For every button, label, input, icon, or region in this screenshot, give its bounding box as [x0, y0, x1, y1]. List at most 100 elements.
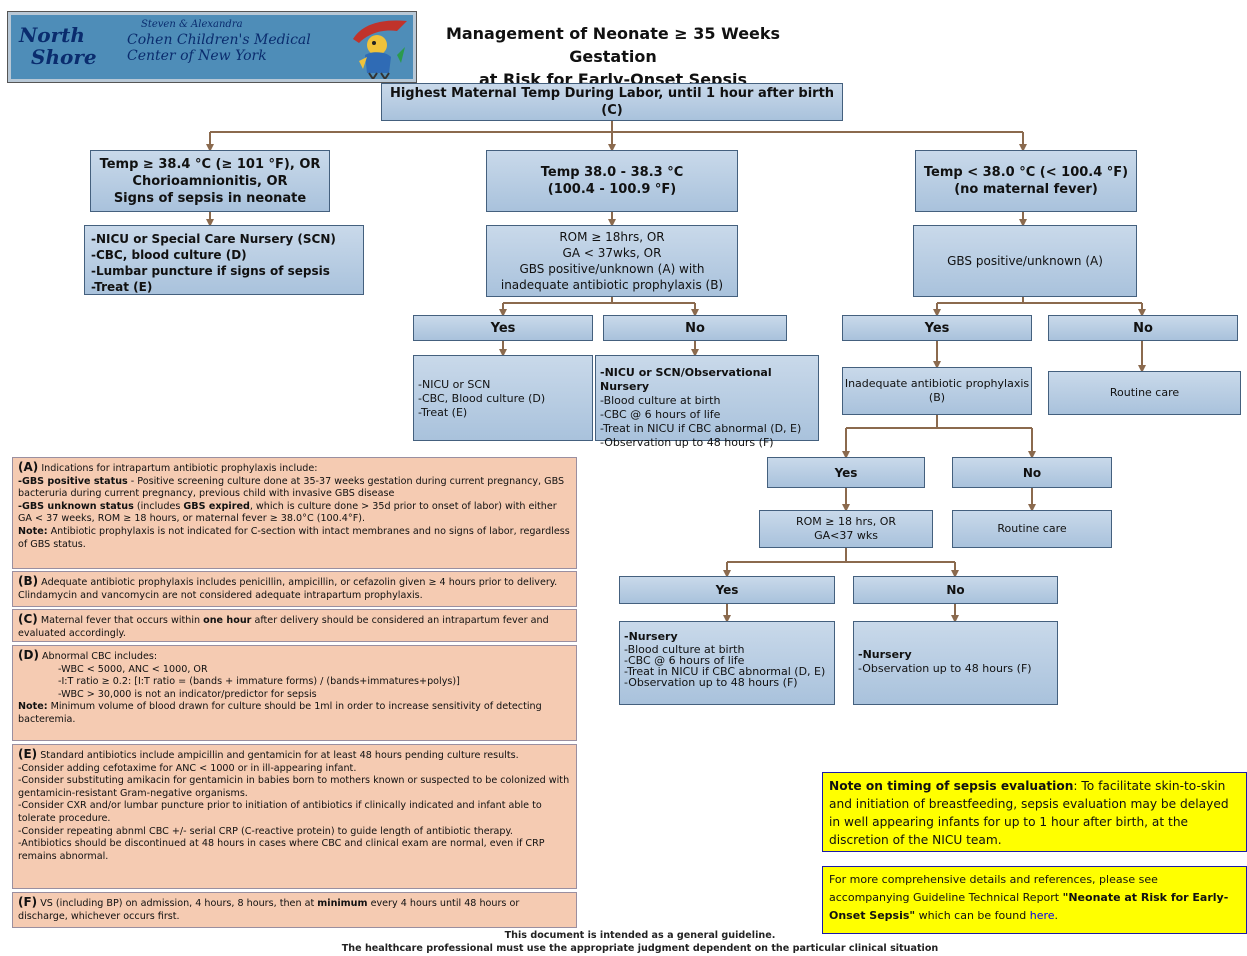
action-line: -NICU or SCN: [418, 378, 491, 391]
footer-line1: This document is intended as a general g…: [504, 930, 776, 941]
note-d-item: -WBC > 30,000 is not an indicator/predic…: [58, 688, 317, 700]
action-line: -Observation up to 48 hours (F): [624, 676, 798, 689]
inadequate-line2: (B): [928, 391, 946, 404]
rom-no-box: No: [853, 576, 1058, 604]
action-line: -Treat in NICU if CBC abnormal (D, E): [600, 422, 802, 435]
action-line: -Observation up to 48 hours (F): [858, 662, 1032, 675]
logo-hospital-line3: Center of New York: [127, 48, 267, 64]
note-e-item: -Consider adding cefotaxime for ANC < 10…: [18, 762, 357, 774]
rom-yes-box: Yes: [619, 576, 835, 604]
action-line: -Nursery: [858, 648, 912, 661]
nursery-yes-action-box: -Nursery -Blood culture at birth -CBC @ …: [619, 621, 835, 705]
action-line: -Nursery: [624, 630, 678, 643]
rom-ga-box: ROM ≥ 18 hrs, OR GA<37 wks: [759, 510, 933, 548]
note-e-item: -Antibiotics should be discontinued at 4…: [18, 838, 545, 862]
note-a-key: (A): [18, 460, 39, 474]
note-c-key: (C): [18, 612, 38, 626]
note-e-item: -Consider CXR and/or lumbar puncture pri…: [18, 800, 542, 824]
action-line: -Treat (E): [418, 406, 468, 419]
timing-note: Note on timing of sepsis evaluation: To …: [822, 772, 1247, 852]
note-e-item: -Consider substituting amikacin for gent…: [18, 775, 570, 799]
note-c-text2: after delivery should be considered an i…: [18, 615, 549, 639]
page-title: Management of Neonate ≥ 35 Weeks Gestati…: [412, 24, 814, 89]
branch-low-temp-line1: Temp < 38.0 °C (< 100.4 °F): [923, 165, 1129, 180]
high-temp-action-box: -NICU or Special Care Nursery (SCN) -CBC…: [84, 225, 364, 295]
note-f-key: (F): [18, 895, 38, 909]
right-yes-box: Yes: [842, 315, 1032, 341]
logo-hospital-line2: Cohen Children's Medical: [127, 32, 311, 48]
note-c-bold: one hour: [203, 615, 252, 626]
action-line: -Treat in NICU if CBC abnormal (D, E): [624, 665, 826, 678]
note-a-gbs-unknown: -GBS unknown status: [18, 500, 134, 512]
action-line: -Blood culture at birth: [624, 643, 745, 656]
criteria-line: ROM ≥ 18hrs, OR: [559, 230, 665, 244]
action-line: -CBC, blood culture (D): [91, 248, 247, 262]
note-e-head: Standard antibiotics include ampicillin …: [37, 750, 519, 761]
mid-yes-action-box: -NICU or SCN -CBC, Blood culture (D) -Tr…: [413, 355, 593, 441]
criteria-line: inadequate antibiotic prophylaxis (B): [500, 278, 724, 292]
routine-care-box-2: Routine care: [952, 510, 1112, 548]
note-f-bold: minimum: [317, 898, 368, 909]
footer-line2: The healthcare professional must use the…: [341, 943, 939, 954]
action-line: -Lumbar puncture if signs of sepsis: [91, 264, 330, 278]
branch-low-temp-line2: (no maternal fever): [954, 182, 1098, 197]
reference-note-end: .: [1054, 909, 1059, 922]
mid-yes-box: Yes: [413, 315, 593, 341]
action-line: -CBC @ 6 hours of life: [624, 654, 745, 667]
routine-care-box-1: Routine care: [1048, 371, 1241, 415]
criteria-line: GA < 37wks, OR: [562, 246, 662, 260]
timing-note-text: : To facilitate skin-to-skin and initiat…: [829, 779, 1229, 847]
note-c-text1: Maternal fever that occurs within: [37, 615, 204, 626]
inadequate-yes-box: Yes: [767, 457, 925, 488]
reference-note-title: "Neonate at Risk for Early-Onset Sepsis": [829, 891, 1229, 922]
note-d: (D) Abnormal CBC includes: -WBC < 5000, …: [12, 645, 577, 741]
note-a-gbs-positive: -GBS positive status: [18, 475, 128, 487]
branch-high-temp-box: Temp ≥ 38.4 °C (≥ 101 °F), OR Chorioamni…: [90, 150, 330, 212]
logo-brand: North Shore: [17, 21, 123, 75]
note-a-note: Antibiotic prophylaxis is not indicated …: [18, 525, 570, 550]
inadequate-line1: Inadequate antibiotic prophylaxis: [844, 377, 1030, 390]
note-f-text2: every 4 hours until 48 hours or discharg…: [18, 898, 520, 922]
reference-note-text2: which can be found: [915, 909, 1030, 922]
root-maternal-temp-box: Highest Maternal Temp During Labor, unti…: [381, 83, 843, 121]
logo-brand-north: North: [19, 23, 85, 47]
reference-link[interactable]: here: [1029, 909, 1055, 922]
action-line: -Observation up to 48 hours (F): [600, 436, 774, 449]
inadequate-prophylaxis-box: Inadequate antibiotic prophylaxis (B): [842, 367, 1032, 415]
note-f-text1: VS (including BP) on admission, 4 hours,…: [37, 898, 318, 909]
note-e: (E) Standard antibiotics include ampicil…: [12, 744, 577, 889]
action-line: -NICU or Special Care Nursery (SCN): [91, 232, 336, 246]
action-line: -CBC, Blood culture (D): [418, 392, 546, 405]
note-f: (F) VS (including BP) on admission, 4 ho…: [12, 892, 577, 928]
criteria-line: GBS positive/unknown (A) with: [519, 262, 705, 276]
note-d-key: (D): [18, 648, 39, 662]
note-e-key: (E): [18, 747, 38, 761]
note-a-line1: - Positive screening culture done at 35-…: [18, 475, 565, 500]
action-line: -Treat (E): [91, 280, 153, 294]
note-c: (C) Maternal fever that occurs within on…: [12, 609, 577, 642]
branch-high-temp-line2: Chorioamnionitis, OR: [132, 173, 288, 189]
action-line: -Blood culture at birth: [600, 394, 721, 407]
action-line: -NICU or SCN/Observational Nursery: [600, 366, 772, 393]
reference-note-text1: For more comprehensive details and refer…: [829, 873, 1158, 904]
logo-hospital-line1: Steven & Alexandra: [141, 19, 243, 30]
note-b: (B) Adequate antibiotic prophylaxis incl…: [12, 571, 577, 607]
branch-high-temp-line1: Temp ≥ 38.4 °C (≥ 101 °F), OR: [99, 156, 321, 172]
branch-low-temp-box: Temp < 38.0 °C (< 100.4 °F) (no maternal…: [915, 150, 1137, 212]
note-d-head: Abnormal CBC includes:: [38, 651, 158, 662]
branch-mid-temp-line1: Temp 38.0 - 38.3 °C: [540, 165, 684, 180]
note-e-item: -Consider repeating abnml CBC +/- serial…: [18, 825, 513, 837]
branch-mid-temp-box: Temp 38.0 - 38.3 °C (100.4 - 100.9 °F): [486, 150, 738, 212]
mid-risk-criteria-box: ROM ≥ 18hrs, OR GA < 37wks, OR GBS posit…: [486, 225, 738, 297]
branch-mid-temp-line2: (100.4 - 100.9 °F): [547, 182, 677, 197]
note-d-note-label: Note:: [18, 701, 48, 713]
note-a-line2: , which is culture done > 35d prior to o…: [18, 500, 557, 525]
action-line: -CBC @ 6 hours of life: [600, 408, 721, 421]
note-a-line2a: (includes: [133, 500, 184, 512]
nursery-no-action-box: -Nursery -Observation up to 48 hours (F): [853, 621, 1058, 705]
note-b-text: Adequate antibiotic prophylaxis includes…: [18, 577, 558, 601]
note-d-item: -I:T ratio ≥ 0.2: [I:T ratio = (bands + …: [58, 676, 460, 688]
logo-hospital-name: Steven & Alexandra Cohen Children's Medi…: [127, 19, 337, 77]
note-b-key: (B): [18, 574, 39, 588]
